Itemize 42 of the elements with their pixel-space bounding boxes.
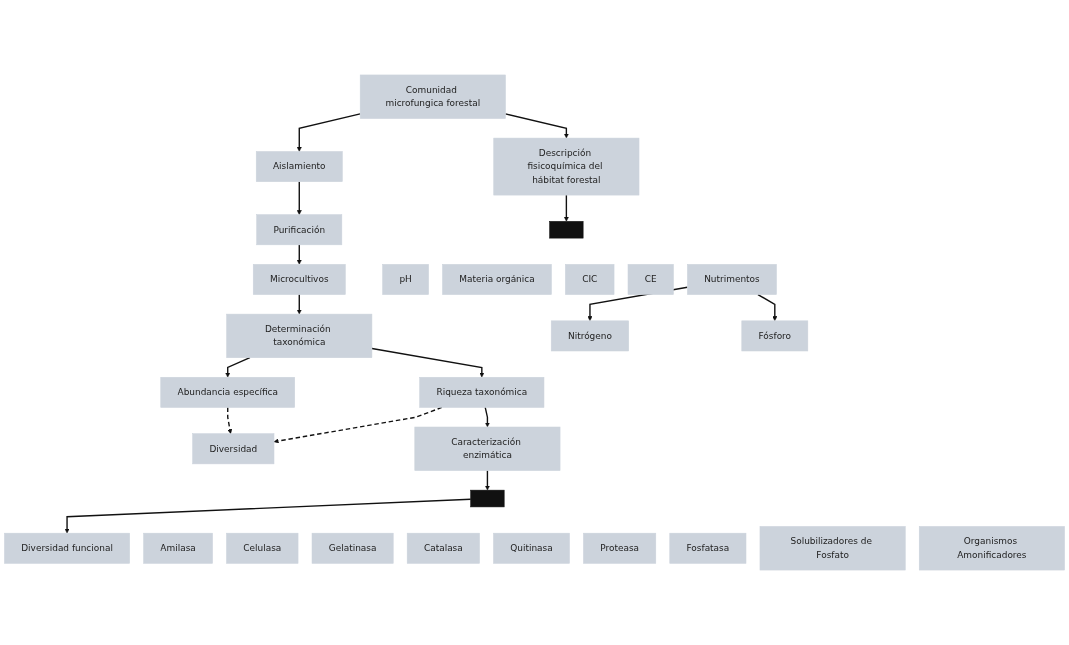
node-box: Abundancia específica (160, 377, 295, 408)
node-box: Solubilizadores de Fosfato (759, 526, 906, 571)
node-box: CIC (565, 264, 615, 295)
arrow (563, 194, 569, 222)
node-box: Descripción fisicoquímica del hábitat forestal (493, 137, 640, 196)
arrow (484, 406, 490, 428)
node-box: Proteasa (583, 532, 657, 564)
node-box: Caracterización enzimática (414, 426, 561, 471)
arrow (296, 244, 302, 265)
node-box: Quitinasa (493, 532, 570, 564)
node-box: Diversidad funcional (4, 532, 130, 564)
arrow (296, 181, 302, 215)
node-box: Determinación taxonómica (226, 313, 373, 358)
node-box: Catalasa (406, 532, 480, 564)
arrow (757, 293, 778, 322)
arrow (227, 406, 233, 434)
node-box: Fósforo (741, 320, 809, 352)
node-box: Nutrimentos (687, 264, 777, 295)
arrow (273, 406, 443, 444)
node-box: Gelatinasa (311, 532, 394, 564)
arrow (371, 347, 485, 378)
node-box: Comunidad microfungica forestal (359, 74, 506, 119)
node-box: Amilasa (143, 532, 213, 564)
node-box: pH (382, 264, 429, 295)
arrow (225, 357, 251, 378)
node-box: Purificación (256, 214, 343, 246)
node-box: Celulasa (226, 532, 299, 564)
node-box: Materia orgánica (442, 264, 552, 295)
node-box: Aislamiento (255, 151, 343, 182)
arrow (296, 113, 361, 152)
node-bar (470, 489, 505, 508)
node-box: Microcultivos (252, 264, 346, 295)
node-box: Fosfatasa (669, 532, 747, 564)
arrow (484, 469, 490, 491)
node-box: CE (627, 264, 674, 295)
node-bar (549, 221, 584, 239)
node-box: Diversidad (192, 433, 275, 465)
node-box: Riqueza taxonómica (419, 377, 545, 408)
arrow (64, 498, 472, 534)
node-box: Nitrógeno (550, 320, 629, 352)
arrow (504, 113, 569, 139)
node-box: Organismos Amonificadores (918, 526, 1065, 571)
